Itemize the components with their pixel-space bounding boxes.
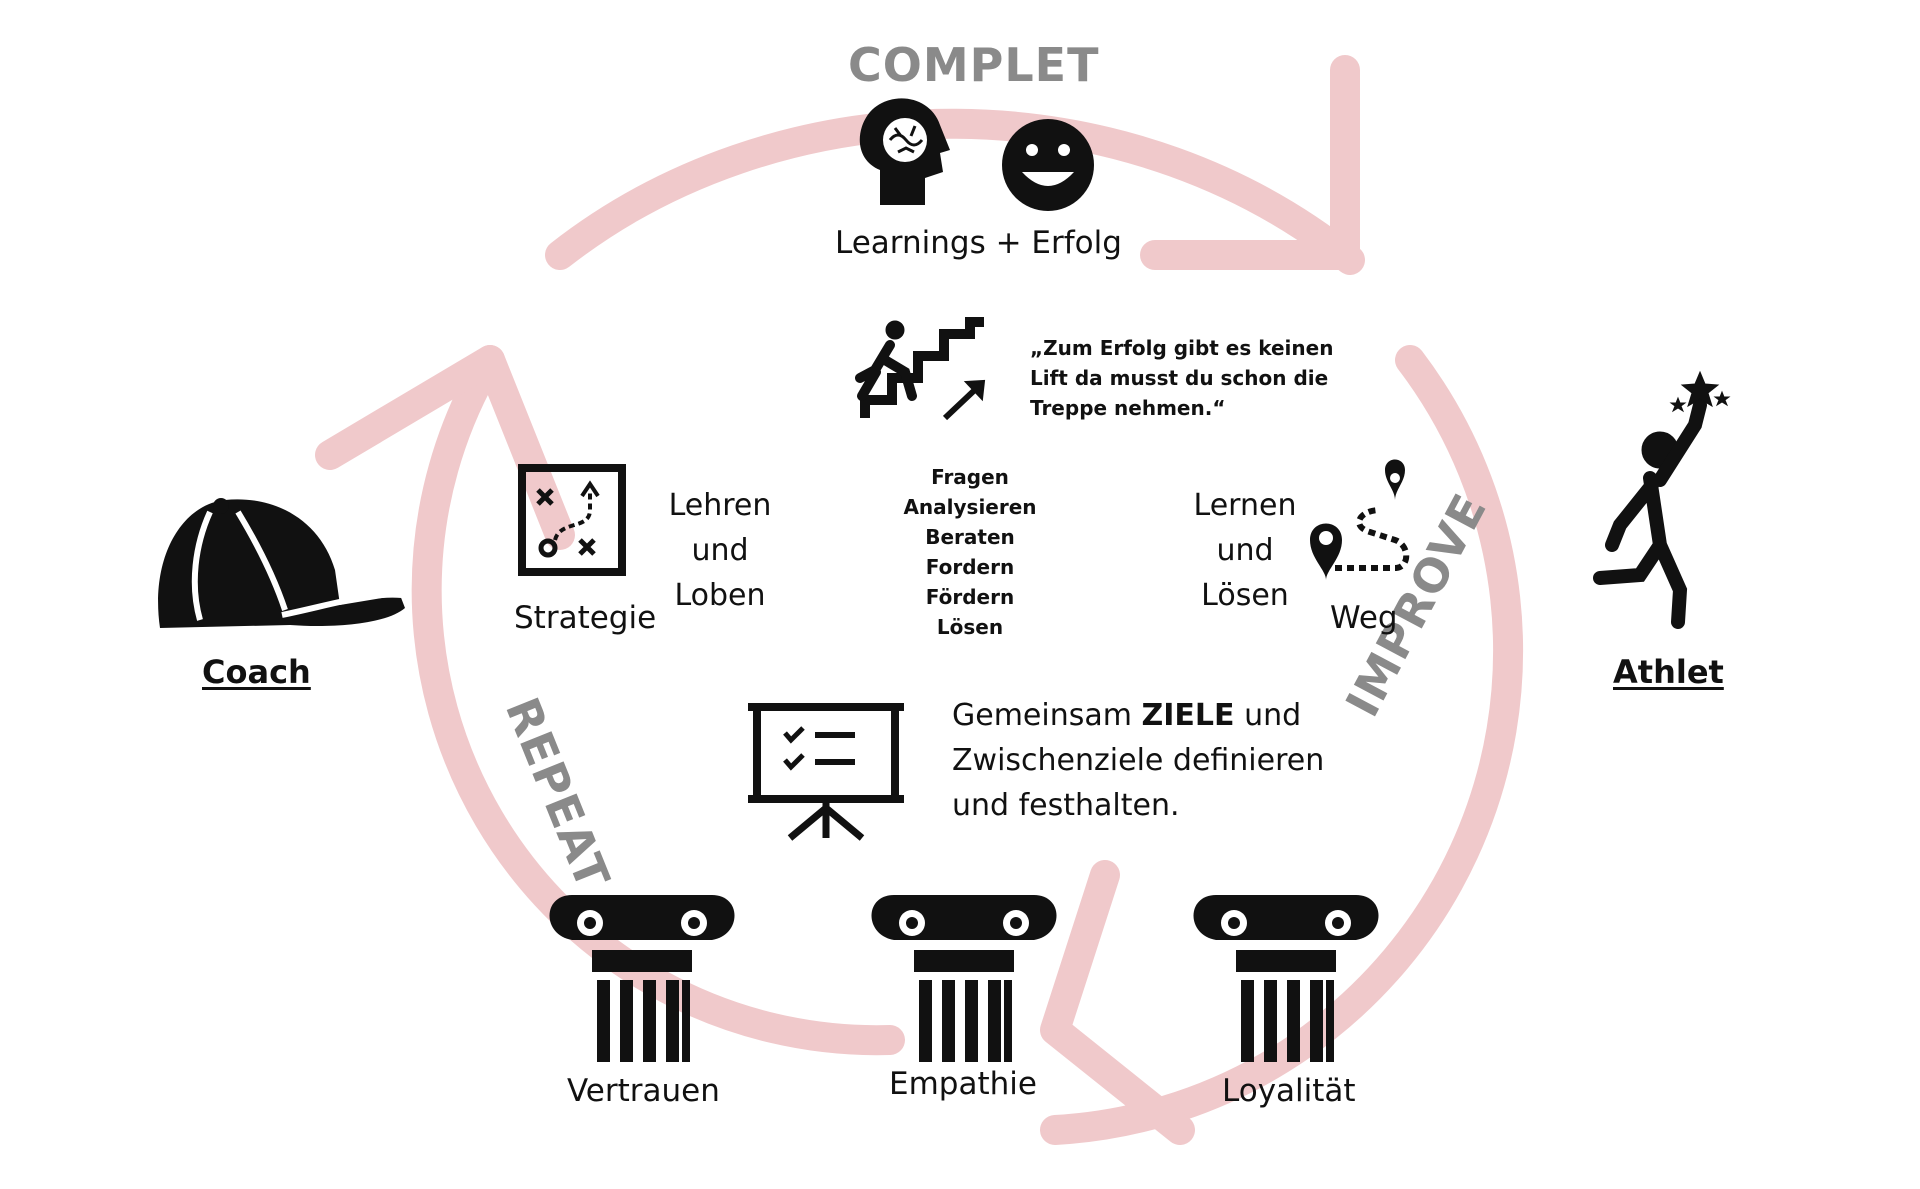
goals-line-3: und festhalten. [952,788,1180,823]
brain-head-icon [859,98,950,205]
cycle-arrows [315,55,1524,1145]
quote-line-3: Treppe nehmen.“ [1030,396,1226,420]
left-line-1: Lehren [668,488,772,523]
route-label: Weg [1330,600,1398,636]
left-text-block: Lehren und Loben [660,483,780,618]
smiley-icon [1002,119,1094,211]
stairs-climber-icon [855,317,986,421]
strategy-board-icon [518,464,626,576]
top-caption: Learnings + Erfolg [835,225,1122,261]
athlete-icon [1593,370,1731,629]
center-item: Analysieren [903,495,1037,519]
quote: „Zum Erfolg gibt es keinen Lift da musst… [1030,333,1333,423]
goals-text: Gemeinsam ZIELE und Zwischenziele defini… [952,693,1324,828]
goals-suffix: und [1234,698,1302,733]
strategy-label: Strategie [514,600,657,636]
goals-line-2: Zwischenziele definieren [952,743,1325,778]
arrow-right-head [1040,860,1195,1145]
pillar-icon-loyalitaet [1193,895,1379,1062]
center-item: Fördern [925,585,1015,609]
center-list: Fragen Analysieren Beraten Fordern Förde… [880,462,1060,642]
center-item: Lösen [936,615,1004,639]
role-athlet: Athlet [1613,653,1724,691]
arrow-right-arc [1040,345,1524,1145]
pillar-label-vertrauen: Vertrauen [567,1073,720,1109]
goals-prefix: Gemeinsam [952,698,1142,733]
arrow-top-arc [545,108,1365,275]
right-text-block: Lernen und Lösen [1180,483,1310,618]
right-line-3: Lösen [1201,578,1289,613]
center-item: Fordern [925,555,1015,579]
role-coach: Coach [202,653,311,691]
left-line-3: Loben [674,578,766,613]
arrow-top-head [1140,55,1360,270]
coach-cap-icon [158,498,405,628]
left-line-2: und [691,533,749,568]
goals-bold: ZIELE [1141,698,1235,733]
presentation-board-icon [748,703,904,841]
center-item: Fragen [931,465,1009,489]
cycle-label-top: COMPLET [848,38,1100,92]
goals-line-1: Gemeinsam ZIELE und [952,693,1324,738]
pillar-label-loyalitaet: Loyalität [1222,1073,1356,1109]
route-icon [1310,459,1410,580]
quote-line-2: Lift da musst du schon die [1030,366,1329,390]
right-line-1: Lernen [1193,488,1297,523]
arrow-left-arc [411,345,905,1056]
center-item: Beraten [925,525,1015,549]
arrow-left-head [315,345,575,550]
right-line-2: und [1216,533,1274,568]
quote-line-1: „Zum Erfolg gibt es keinen [1030,336,1334,360]
pillar-label-empathie: Empathie [889,1066,1037,1102]
